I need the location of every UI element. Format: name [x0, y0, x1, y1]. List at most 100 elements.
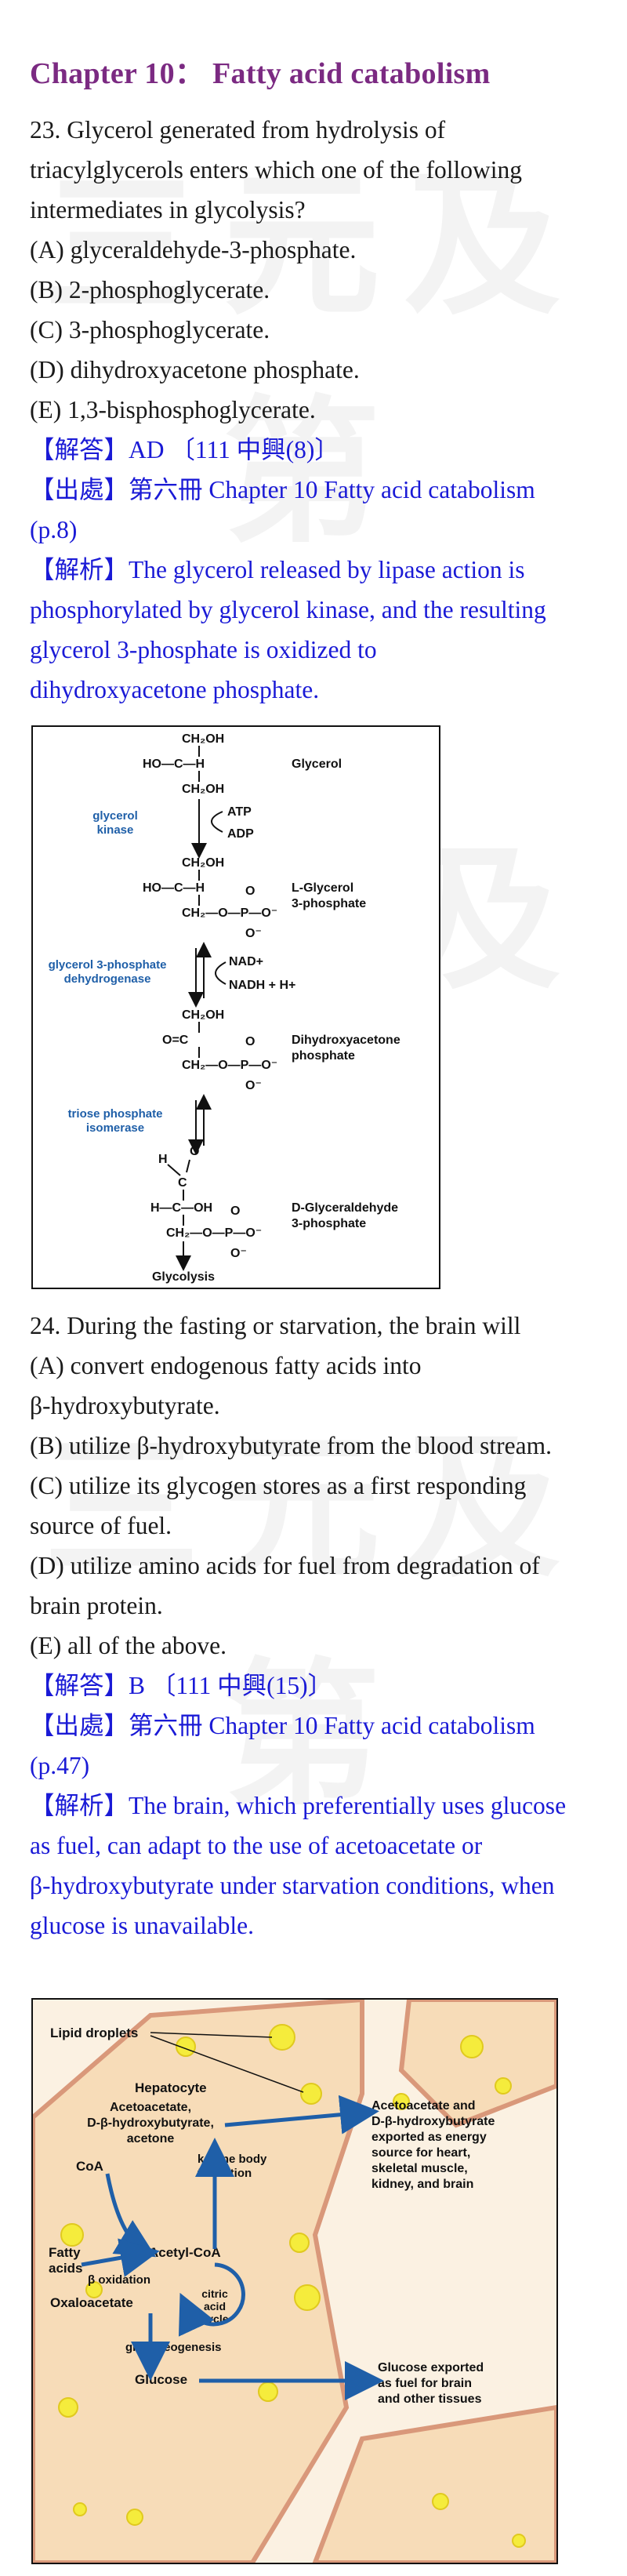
svg-text:CH₂OH: CH₂OH [182, 783, 224, 796]
enzyme-glycerol-kinase: glycerol [92, 809, 138, 823]
q24-explanation: 【解析】The brain, which preferentially uses… [30, 1792, 567, 1819]
svg-text:O: O [230, 1204, 240, 1218]
q24-option-c-cont: source of fuel. [30, 1512, 172, 1539]
svg-text:H: H [158, 1153, 168, 1166]
nad-label: NAD+ [229, 955, 263, 968]
q23-explanation: glycerol 3-phosphate is oxidized to [30, 636, 377, 663]
gluconeogenesis-label: gluconeogenesis [125, 2341, 222, 2354]
ketone-export-label: source for heart, [371, 2146, 470, 2160]
q23-option-d: (D) dihydroxyacetone phosphate. [30, 356, 360, 383]
svg-text:C: C [178, 1176, 187, 1190]
q24-option-c: (C) utilize its glycogen stores as a fir… [30, 1472, 527, 1499]
ketone-export-label: kidney, and brain [371, 2178, 473, 2191]
q24-explanation: β-hydroxybutyrate under starvation condi… [30, 1872, 555, 1899]
ketone-formation-label: formation [198, 2167, 252, 2180]
enzyme-triose-phosphate-isomerase: isomerase [86, 1121, 144, 1135]
ketone-bodies-label: D-β-hydroxybutyrate, [87, 2116, 214, 2130]
svg-text:O: O [190, 1145, 199, 1158]
q24-source: 【出處】第六冊 Chapter 10 Fatty acid catabolism [30, 1712, 535, 1739]
svg-text:O⁻: O⁻ [230, 1247, 247, 1260]
q23-source: 【出處】第六冊 Chapter 10 Fatty acid catabolism [30, 476, 535, 503]
svg-text:CH₂OH: CH₂OH [182, 732, 224, 746]
dhap-label: Dihydroxyacetone [292, 1034, 400, 1047]
q24-source-page: (p.47) [30, 1752, 90, 1779]
ketone-export-label: exported as energy [371, 2131, 487, 2144]
enzyme-g3p-dehydrogenase: glycerol 3-phosphate [49, 958, 167, 972]
q23-explanation: 【解析】The glycerol released by lipase acti… [30, 556, 525, 583]
svg-text:O: O [245, 1035, 255, 1048]
coa-label: CoA [76, 2159, 103, 2174]
q24-stem: 24. During the fasting or starvation, th… [30, 1312, 521, 1339]
oxaloacetate-label: Oxaloacetate [50, 2295, 133, 2310]
q23-option-a: (A) glyceraldehyde-3-phosphate. [30, 236, 357, 263]
q23-stem-line: 23. Glycerol generated from hydrolysis o… [30, 116, 446, 144]
svg-text:HO—C—H: HO—C—H [143, 881, 205, 895]
nadh-label: NADH + H+ [229, 979, 295, 992]
glucose-export-label: and other tissues [378, 2393, 482, 2406]
q24-option-e: (E) all of the above. [30, 1632, 227, 1659]
l-glycerol-3-phosphate-label: L-Glycerol [292, 881, 353, 895]
beta-oxidation-label: β oxidation [88, 2273, 150, 2287]
q23-option-b: (B) 2-phosphoglycerate. [30, 276, 270, 303]
q23-source-page: (p.8) [30, 516, 78, 543]
q24-option-d: (D) utilize amino acids for fuel from de… [30, 1552, 540, 1579]
q23-answer: 【解答】AD 〔111 中興(8)〕 [30, 436, 339, 463]
svg-text:O⁻: O⁻ [245, 1079, 262, 1092]
citric-acid-cycle-label: citric [201, 2287, 228, 2300]
adp-label: ADP [227, 827, 254, 841]
question-24: 24. During the fasting or starvation, th… [30, 1306, 602, 1946]
svg-text:O: O [245, 885, 255, 898]
fatty-acids-label: Fatty [49, 2245, 81, 2260]
svg-text:CH₂OH: CH₂OH [182, 1008, 224, 1022]
svg-text:HO—C—H: HO—C—H [143, 758, 205, 771]
ketone-export-label: Acetoacetate and [371, 2099, 476, 2113]
q24-explanation: as fuel, can adapt to the use of acetoac… [30, 1832, 483, 1859]
svg-text:CH₂OH: CH₂OH [182, 856, 224, 870]
hepatocyte-figure: Lipid droplets Hepatocyte Acetoacetate, … [31, 1998, 558, 2564]
glucose-export-label: Glucose exported [378, 2361, 484, 2374]
chapter-title: Chapter 10： Fatty acid catabolism [30, 57, 491, 90]
ketone-export-label: skeletal muscle, [371, 2162, 468, 2175]
q23-stem-line: triacylglycerols enters which one of the… [30, 156, 523, 183]
q23-stem-line: intermediates in glycolysis? [30, 196, 306, 223]
q24-option-b: (B) utilize β-hydroxybutyrate from the b… [30, 1432, 552, 1459]
acetyl-coa-label: Acetyl-CoA [149, 2245, 221, 2260]
glycerol-pathway-diagram: CH₂OH HO—C—H CH₂OH Glycerol ATP ADP glyc… [49, 732, 400, 1284]
glycolysis-label: Glycolysis [152, 1270, 215, 1284]
enzyme-triose-phosphate-isomerase: triose phosphate [68, 1107, 163, 1121]
glycerol-label: Glycerol [292, 758, 342, 771]
q23-option-e: (E) 1,3-bisphosphoglycerate. [30, 396, 316, 423]
enzyme-g3p-dehydrogenase: dehydrogenase [64, 972, 151, 986]
q24-option-a: (A) convert endogenous fatty acids into [30, 1352, 422, 1379]
ketone-bodies-label: acetone [127, 2132, 175, 2145]
question-23: 23. Glycerol generated from hydrolysis o… [30, 110, 602, 710]
l-glycerol-3-phosphate-label: 3-phosphate [292, 897, 366, 910]
dhap-label: phosphate [292, 1049, 355, 1063]
svg-text:CH₂—O—P—O⁻: CH₂—O—P—O⁻ [182, 1059, 277, 1072]
glucose-label: Glucose [135, 2372, 187, 2387]
q23-option-c: (C) 3-phosphoglycerate. [30, 316, 270, 343]
glyceraldehyde-3-phosphate-label: 3-phosphate [292, 1217, 366, 1230]
svg-text:CH₂—O—P—O⁻: CH₂—O—P—O⁻ [166, 1226, 262, 1240]
svg-text:H—C—OH: H—C—OH [150, 1201, 212, 1215]
hepatocyte-label: Hepatocyte [135, 2080, 207, 2095]
citric-acid-cycle-label: acid [204, 2300, 226, 2313]
enzyme-glycerol-kinase: kinase [97, 823, 134, 837]
q24-option-d-cont: brain protein. [30, 1592, 163, 1619]
fatty-acids-label: acids [49, 2261, 82, 2276]
svg-text:O=C: O=C [162, 1034, 189, 1047]
ketone-export-label: D-β-hydroxybutyrate [371, 2115, 495, 2128]
lipid-droplets-label: Lipid droplets [50, 2026, 138, 2040]
hepatocyte-diagram: Lipid droplets Hepatocyte Acetoacetate, … [33, 2000, 556, 2563]
glyceraldehyde-3-phosphate-label: D-Glyceraldehyde [292, 1201, 398, 1215]
q23-explanation: dihydroxyacetone phosphate. [30, 676, 320, 703]
svg-text:O⁻: O⁻ [245, 927, 262, 940]
atp-label: ATP [227, 805, 252, 819]
q24-option-a-cont: β-hydroxybutyrate. [30, 1392, 220, 1419]
ketone-formation-label: ketone body [198, 2153, 267, 2166]
q24-answer: 【解答】B 〔111 中興(15)〕 [30, 1672, 333, 1699]
q24-explanation: glucose is unavailable. [30, 1912, 255, 1939]
ketone-bodies-label: Acetoacetate, [110, 2101, 191, 2114]
svg-text:CH₂—O—P—O⁻: CH₂—O—P—O⁻ [182, 907, 277, 920]
